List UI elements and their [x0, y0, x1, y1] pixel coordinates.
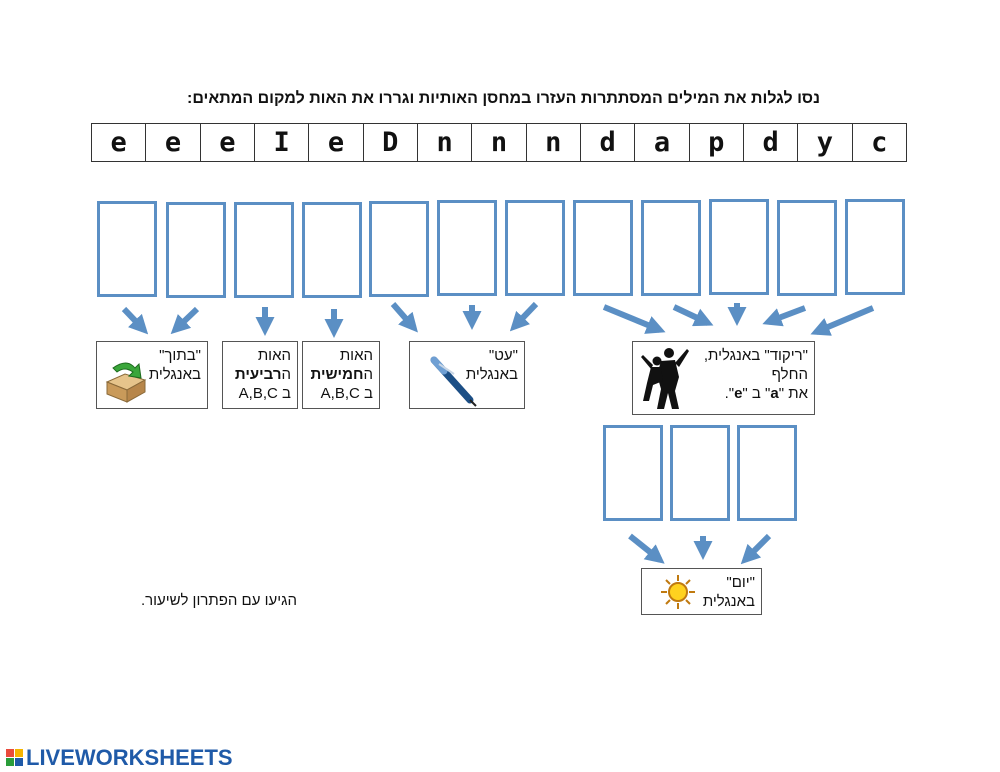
clue-pen: "עט" באנגלית [409, 341, 525, 409]
letter-tile[interactable]: I [255, 124, 310, 161]
liveworksheets-logo-icon [6, 749, 23, 766]
drop-box[interactable] [709, 199, 769, 295]
clue-dance-bold-a: a [770, 385, 779, 402]
letter-tile[interactable]: e [92, 124, 147, 161]
clue-pen-line2: באנגלית [465, 366, 518, 383]
clue-in: "בתוך" באנגלית [96, 341, 208, 409]
clue-fifth-line2: החמישית [309, 365, 373, 384]
drop-box[interactable] [234, 202, 294, 298]
clue-fifth-letter: האות החמישית ב A,B,C [302, 341, 380, 409]
dancers-icon [641, 348, 689, 409]
letter-tile[interactable]: y [798, 124, 853, 161]
clue-dance-post: ". [724, 385, 735, 402]
letter-tile[interactable]: n [527, 124, 581, 161]
arrow [602, 304, 666, 334]
clue-fifth-prefix: ה [363, 366, 373, 383]
clue-day: "יום" באנגלית [641, 568, 762, 615]
clue-day-line2: באנגלית [702, 593, 755, 610]
drop-box[interactable] [670, 425, 730, 521]
arrow [740, 533, 772, 565]
clue-dance-line3: את "a" ב "e". [639, 384, 808, 403]
arrow [509, 301, 539, 332]
drop-box[interactable] [302, 202, 362, 298]
clue-fourth-line1: האות [257, 347, 291, 364]
drop-box[interactable] [573, 200, 633, 296]
letter-tile[interactable]: n [418, 124, 473, 161]
letter-tile[interactable]: d [581, 124, 636, 161]
clue-day-line1: "יום" [726, 574, 755, 591]
drop-box[interactable] [437, 200, 497, 296]
liveworksheets-logo[interactable]: LIVEWORKSHEETS [6, 745, 233, 771]
clue-fourth-bold: רביעית [234, 366, 282, 383]
clue-fourth-line2: הרביעית [229, 365, 291, 384]
instructions-title: נסו לגלות את המילים המסתתרות העזרו במחסן… [187, 90, 820, 107]
letter-tile[interactable]: D [364, 124, 418, 161]
drop-box[interactable] [505, 200, 565, 296]
sun-icon [661, 575, 695, 609]
drop-box[interactable] [166, 202, 226, 298]
logo-text: LIVEWORKSHEETS [26, 745, 233, 770]
clue-fifth-line1: האות [339, 347, 373, 364]
letter-tile[interactable]: e [309, 124, 364, 161]
arrow [762, 305, 807, 327]
arrow-group [121, 301, 875, 565]
drop-box[interactable] [369, 201, 429, 297]
drop-box[interactable] [603, 425, 663, 521]
clue-dance: "ריקוד" באנגלית, החלף את "a" ב "e". [632, 341, 815, 415]
clue-fifth-bold: חמישית [310, 366, 364, 383]
drop-box[interactable] [845, 199, 905, 295]
letter-tile[interactable]: d [744, 124, 799, 161]
arrow [390, 302, 418, 333]
letter-tile[interactable]: a [635, 124, 690, 161]
box-arrow-icon [105, 362, 147, 403]
clue-pen-line1: "עט" [488, 347, 518, 364]
letter-bank: e e e I e D n n n d a p d y c [91, 123, 907, 162]
clue-in-line1: "בתוך" [159, 347, 201, 364]
clue-dance-bold-e: e [734, 385, 743, 402]
clue-dance-line2: החלף [771, 366, 808, 383]
clue-dance-mid: " ב " [742, 385, 771, 402]
clue-in-line2: באנגלית [148, 366, 201, 383]
arrow [810, 305, 875, 336]
arrow [628, 533, 665, 564]
arrow [121, 306, 149, 335]
clue-fourth-line3: ב A,B,C [238, 385, 291, 402]
letter-tile[interactable]: e [146, 124, 201, 161]
letter-tile[interactable]: p [690, 124, 744, 161]
arrow [170, 306, 200, 335]
drop-box[interactable] [641, 200, 701, 296]
letter-tile[interactable]: e [201, 124, 255, 161]
drop-box[interactable] [97, 201, 157, 297]
drop-box[interactable] [777, 200, 837, 296]
arrow [672, 304, 714, 327]
drop-box[interactable] [737, 425, 797, 521]
clue-fourth-letter: האות הרביעית ב A,B,C [222, 341, 298, 409]
clue-dance-line1: "ריקוד" באנגלית, [703, 347, 808, 364]
letter-tile[interactable]: c [871, 127, 888, 158]
pen-icon [430, 356, 477, 407]
clue-fourth-prefix: ה [281, 366, 291, 383]
letter-tile[interactable]: n [472, 124, 527, 161]
clue-dance-pre: את " [778, 385, 808, 402]
solution-note: הגיעו עם הפתרון לשיעור. [140, 592, 297, 609]
clue-fifth-line3: ב A,B,C [320, 385, 373, 402]
